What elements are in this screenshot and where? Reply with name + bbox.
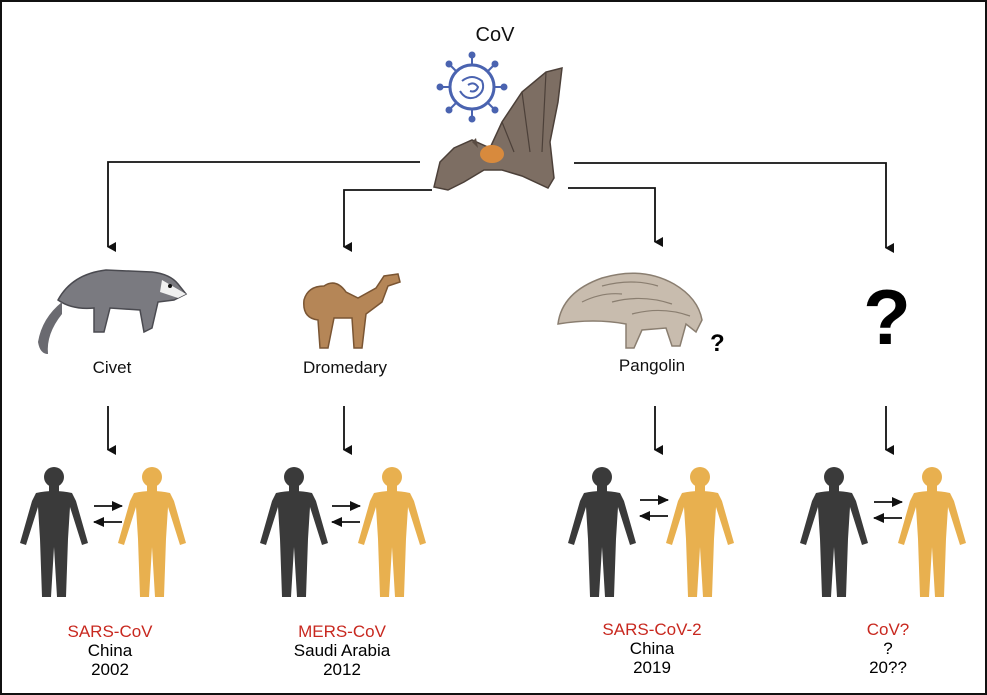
human-pair-3 [568, 467, 734, 597]
transmission-arrows [108, 406, 886, 450]
outbreak-caption-3: SARS-CoV-2 China 2019 [602, 620, 701, 677]
outbreak-caption-1: SARS-CoV China 2002 [67, 622, 152, 679]
unknown-host-icon: ? [863, 278, 911, 356]
outbreak-location: China [67, 641, 152, 660]
outbreak-caption-2: MERS-CoV Saudi Arabia 2012 [294, 622, 390, 679]
pangolin-icon [558, 273, 702, 348]
host-label-dromedary: Dromedary [303, 358, 387, 378]
outbreak-year: 20?? [867, 658, 910, 677]
virus-name: CoV? [867, 620, 910, 639]
human-pair-4 [800, 467, 966, 597]
human-pair-1 [20, 467, 186, 597]
virus-icon [437, 52, 508, 123]
virus-name: SARS-CoV [67, 622, 152, 641]
pangolin-uncertain-mark: ? [710, 332, 725, 356]
diagram-title: CoV [476, 24, 515, 47]
camel-icon [304, 274, 400, 348]
outbreak-caption-4: CoV? ? 20?? [867, 620, 910, 677]
connector-lines [108, 162, 886, 248]
outbreak-year: 2019 [602, 658, 701, 677]
outbreak-location: ? [867, 639, 910, 658]
virus-name: MERS-CoV [294, 622, 390, 641]
exchange-arrows [94, 500, 902, 522]
virus-name: SARS-CoV-2 [602, 620, 701, 639]
host-label-pangolin: Pangolin [619, 356, 685, 376]
civet-icon [38, 270, 186, 354]
outbreak-location: China [602, 639, 701, 658]
outbreak-year: 2002 [67, 660, 152, 679]
outbreak-location: Saudi Arabia [294, 641, 390, 660]
human-pair-2 [260, 467, 426, 597]
host-label-civet: Civet [93, 358, 132, 378]
outbreak-year: 2012 [294, 660, 390, 679]
